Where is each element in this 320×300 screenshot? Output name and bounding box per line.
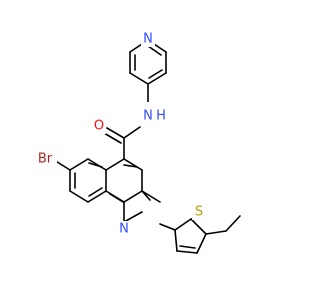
bond	[123, 164, 138, 168]
bond	[176, 250, 198, 254]
atom-labels: N O N H Br N S	[35, 31, 206, 237]
bond	[196, 233, 207, 254]
bond	[190, 218, 207, 235]
bond	[147, 45, 162, 56]
atom-carbonyl-oxygen: O	[94, 119, 104, 134]
bond	[69, 190, 89, 203]
bond	[159, 223, 176, 231]
bond	[123, 158, 143, 171]
bond	[109, 193, 124, 203]
atom-bromine: Br	[38, 152, 53, 167]
atom-quinoline-nitrogen: N	[119, 222, 129, 237]
bond	[123, 190, 143, 203]
bond	[179, 245, 196, 249]
bond	[105, 158, 125, 171]
bond	[205, 230, 227, 235]
bonds	[53, 39, 241, 254]
bond	[87, 190, 107, 203]
bond	[129, 72, 149, 85]
bond	[88, 162, 103, 168]
bond	[174, 218, 192, 231]
bond	[103, 132, 122, 144]
bond	[141, 190, 151, 201]
bond	[174, 229, 178, 252]
bond	[147, 72, 167, 85]
bond	[106, 127, 125, 139]
atom-thiophene-sulfur: S	[195, 205, 203, 220]
bond	[88, 187, 103, 197]
bond	[123, 211, 143, 223]
bond	[148, 69, 163, 79]
atom-pyridine-nitrogen: N	[143, 32, 153, 47]
bond	[123, 126, 141, 139]
bond	[69, 158, 89, 171]
bond	[141, 190, 161, 203]
bond	[87, 158, 107, 171]
atom-amide-hydrogen: H	[156, 109, 166, 124]
molecule-structure-diagram: N O N H Br N S	[35, 31, 241, 254]
bond	[225, 215, 241, 232]
atom-amide-nitrogen: N	[143, 109, 153, 124]
